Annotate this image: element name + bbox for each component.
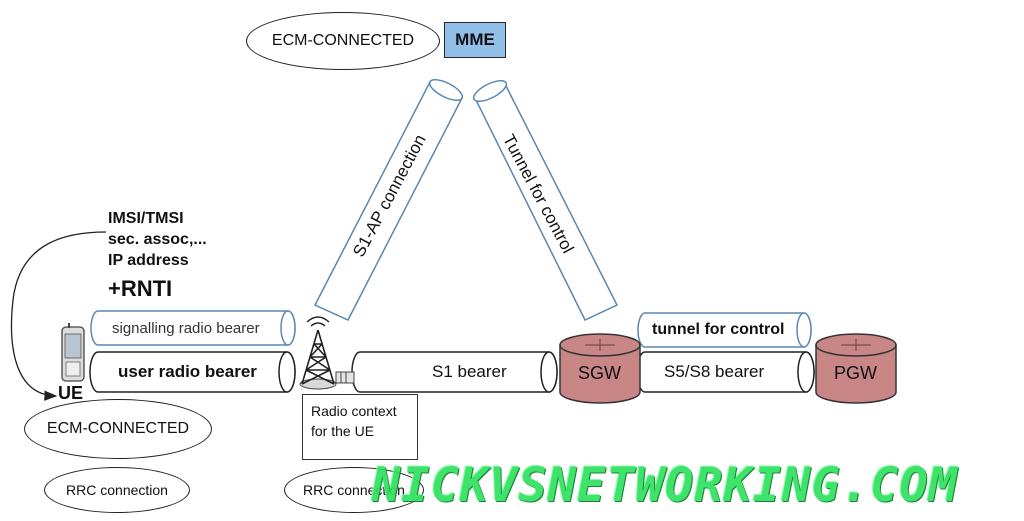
rrc-connection-ellipse-ue: RRC connection	[44, 467, 190, 513]
site-watermark: NICKVSNETWORKING.COM	[372, 458, 958, 513]
sgw-cylinder	[559, 333, 641, 404]
user-radio-bearer-tube	[89, 351, 296, 393]
enb-radio-context-note: Radio context for the UE	[302, 394, 418, 460]
rrc-connection-ellipse-enb: RRC connection	[284, 467, 424, 513]
user-radio-bearer-label: user radio bearer	[118, 362, 257, 381]
pgw-label: PGW	[834, 363, 877, 383]
control-tunnel-tube	[472, 79, 619, 321]
ue-info-rnti: +RNTI	[108, 276, 173, 301]
mme-box: MME	[444, 22, 506, 58]
ue-info-ip: IP address	[108, 252, 189, 269]
ue-ecm-state-label: ECM-CONNECTED	[46, 420, 190, 437]
signalling-radio-bearer-label: signalling radio bearer	[112, 320, 260, 337]
s1ap-tunnel-tube	[313, 78, 464, 321]
ue-info-identity: IMSI/TMSI	[108, 210, 184, 227]
note-line-1: Radio context	[311, 403, 397, 419]
tunnel-for-control-tube	[637, 312, 812, 348]
ue-context-info: IMSI/TMSI sec. assoc,... IP address	[108, 208, 207, 271]
note-line-2: for the UE	[311, 423, 375, 439]
ue-ecm-state-ellipse: ECM-CONNECTED	[24, 399, 212, 459]
ue-phone-icon	[61, 323, 85, 382]
signalling-radio-bearer-tube	[90, 310, 296, 346]
rrc-connection-label-enb: RRC connection	[303, 482, 405, 498]
ue-label: UE	[58, 383, 84, 403]
s5s8-bearer-label: S5/S8 bearer	[664, 362, 765, 381]
mme-ecm-state-label: ECM-CONNECTED	[271, 32, 415, 49]
s1-bearer-label: S1 bearer	[432, 362, 507, 381]
pgw-cylinder	[815, 333, 897, 404]
ue-context-arrow	[10, 231, 107, 401]
mme-label: MME	[455, 30, 495, 49]
rrc-connection-label-ue: RRC connection	[66, 482, 168, 498]
mme-ecm-state-ellipse: ECM-CONNECTED	[246, 12, 440, 70]
enodeb-tower-icon	[299, 316, 355, 390]
ue-info-security: sec. assoc,...	[108, 231, 207, 248]
tunnel-for-control-label: tunnel for control	[652, 321, 785, 338]
sgw-label: SGW	[578, 363, 621, 383]
s1-bearer-tube	[351, 351, 558, 393]
